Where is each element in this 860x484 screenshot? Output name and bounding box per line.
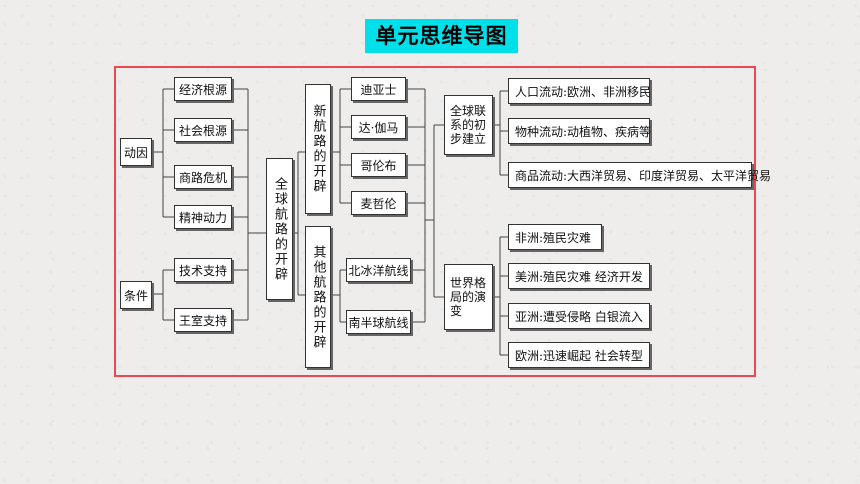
condition-royal: 王室支持	[174, 308, 232, 332]
global-link-population: 人口流动:欧洲、非洲移民	[508, 78, 651, 104]
mind-map-frame	[114, 66, 756, 377]
center-node-label: 全球航路的开辟	[272, 176, 287, 282]
pattern-africa: 非洲:殖民灾难	[508, 224, 602, 250]
route-arctic: 北冰洋航线	[346, 258, 411, 282]
other-routes-label: 其他航路的开辟	[310, 244, 326, 350]
explorer-columbus: 哥伦布	[351, 153, 406, 177]
world-pattern-node: 世界格局的演变	[444, 264, 493, 330]
other-routes-node: 其他航路的开辟	[305, 226, 331, 368]
global-links-node: 全球联系的初步建立	[444, 95, 493, 155]
explorer-gama: 达·伽马	[351, 115, 406, 139]
cause-social: 社会根源	[174, 118, 232, 142]
route-southern: 南半球航线	[346, 310, 411, 334]
explorer-magellan: 麦哲伦	[351, 191, 406, 215]
cause-economic: 经济根源	[174, 77, 232, 101]
condition-technology: 技术支持	[174, 258, 232, 282]
conditions-label: 条件	[120, 281, 152, 309]
cause-spirit: 精神动力	[174, 205, 232, 229]
global-link-species: 物种流动:动植物、疾病等	[508, 118, 651, 144]
global-link-commodities: 商品流动:大西洋贸易、印度洋贸易、太平洋贸易	[508, 162, 771, 188]
causes-label: 动因	[120, 138, 152, 166]
new-routes-node: 新航路的开辟	[305, 84, 331, 214]
explorer-dias: 迪亚士	[351, 77, 406, 101]
center-node: 全球航路的开辟	[266, 158, 293, 300]
new-routes-label: 新航路的开辟	[310, 104, 326, 194]
pattern-europe: 欧洲:迅速崛起 社会转型	[508, 342, 650, 368]
pattern-asia: 亚洲:遭受侵略 白银流入	[508, 303, 650, 329]
pattern-americas: 美洲:殖民灾难 经济开发	[508, 263, 650, 289]
page-title: 单元思维导图	[365, 19, 518, 53]
cause-trade-crisis: 商路危机	[174, 165, 232, 189]
